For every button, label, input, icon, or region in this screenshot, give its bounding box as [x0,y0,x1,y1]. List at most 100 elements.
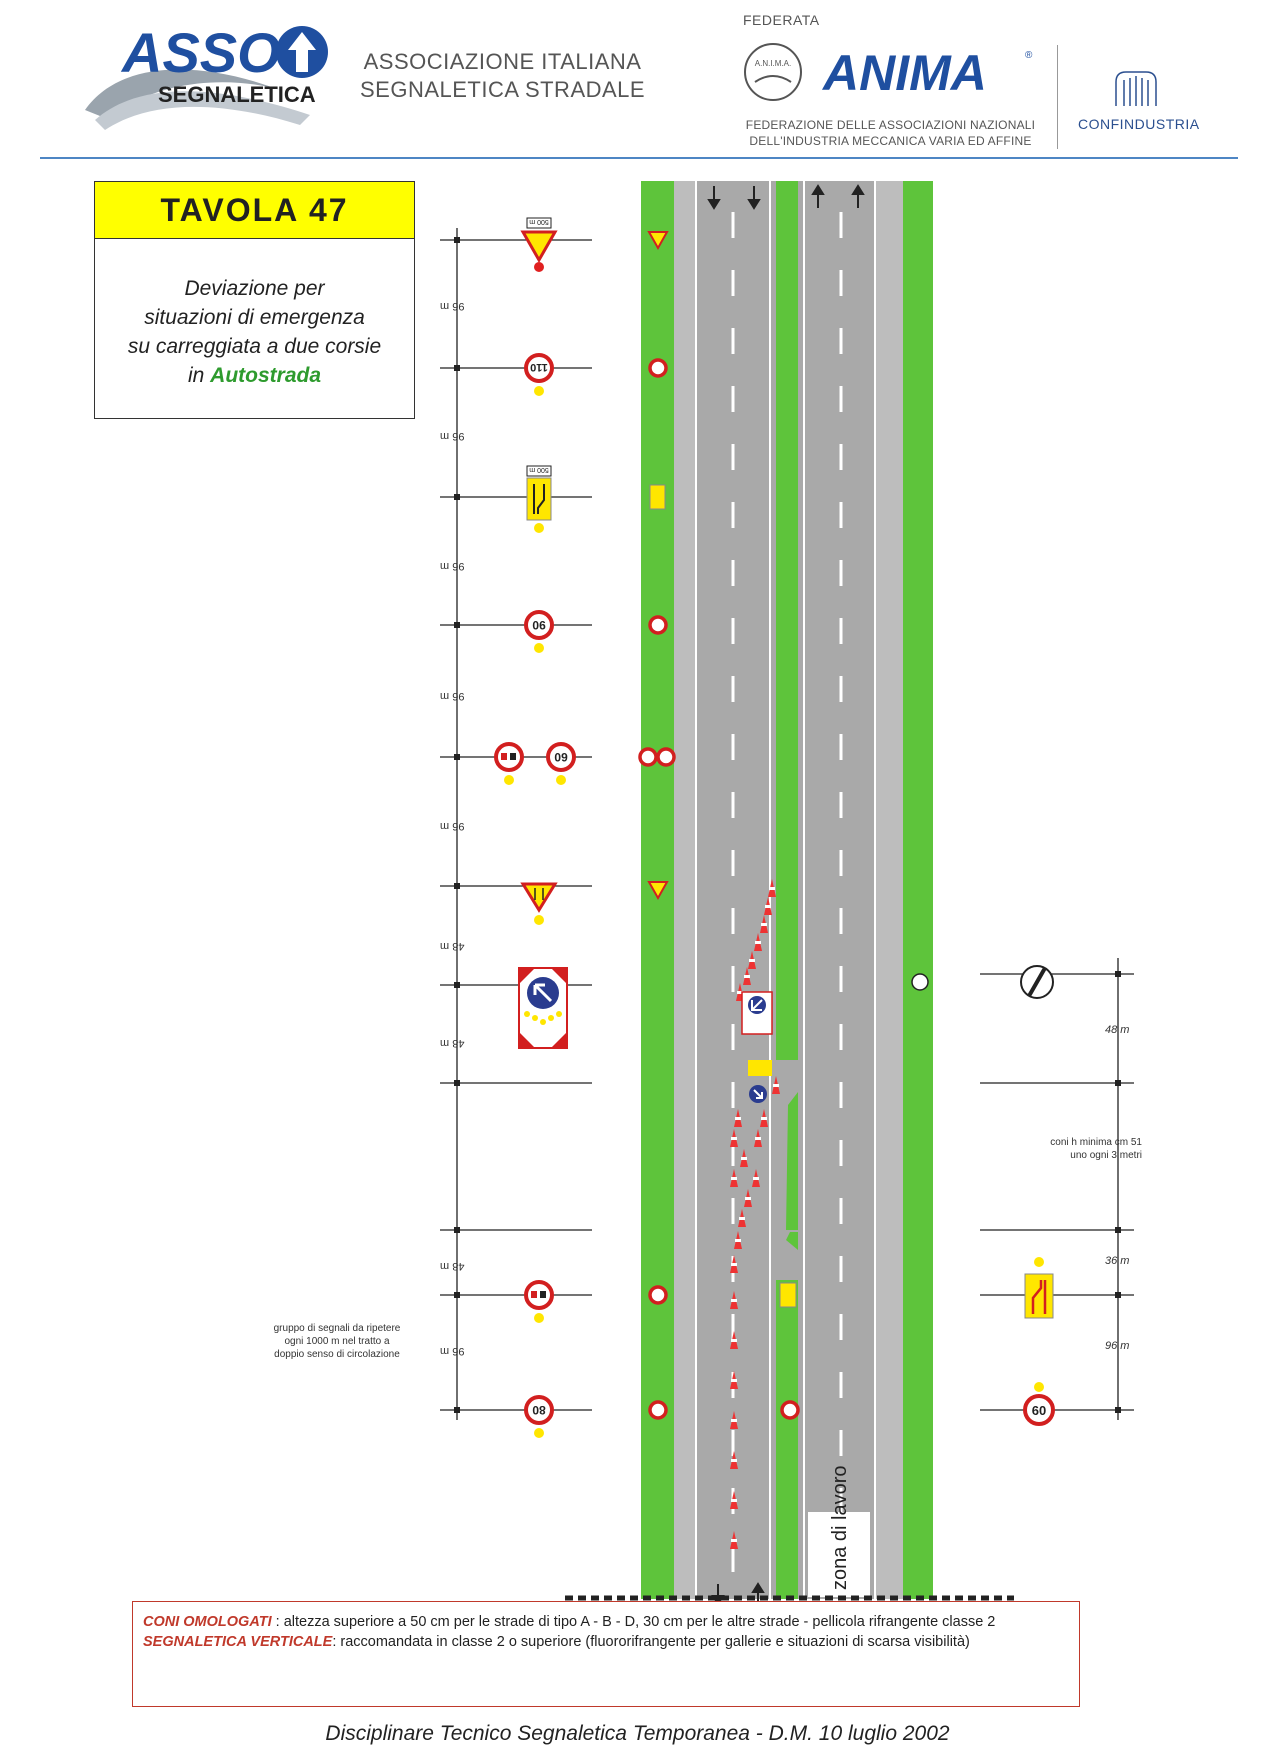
anima-sub-line-2: DELL'INDUSTRIA MECCANICA VARIA ED AFFINE [749,134,1032,148]
traffic-cone-icon [730,1531,738,1549]
traffic-cone-icon [730,1255,738,1273]
yellow-lamp-icon [1034,1257,1044,1267]
tavola-desc-line-1: Deviazione per [184,277,325,300]
lane-reduction-panel: 500 m [526,465,552,533]
reference-node [454,622,460,628]
reference-node [454,237,460,243]
association-name: ASSOCIAZIONE ITALIANA SEGNALETICA STRADA… [360,48,645,104]
coni-omologati-text: : altezza superiore a 50 cm per le strad… [271,1614,996,1630]
distance-label: 96 m [440,820,465,832]
tavola-title: TAVOLA 47 [95,182,414,239]
speed-limit-marker-icon [648,358,668,378]
traffic-cone-icon [764,897,772,915]
work-zone-label: zona di lavoro [829,1465,851,1590]
traffic-cone-icon [734,1231,742,1249]
svg-text:®: ® [1025,50,1033,61]
reference-node [1115,1292,1121,1298]
reference-node [454,982,460,988]
yellow-lamp-icon [534,1313,544,1323]
asso-logo-word: ASSO [120,21,281,84]
yellow-lamp-icon [504,775,514,785]
distance-label: 96 m [440,690,465,702]
traffic-cone-icon [772,1076,780,1094]
panel-marker-icon [779,1282,797,1308]
footer-title: Disciplinare Tecnico Segnaletica Tempora… [325,1722,950,1745]
keep-left-arrow-icon [533,983,553,1003]
speed-limit-60-text: 60 [554,750,568,764]
notes-box: CONI OMOLOGATI : altezza superiore a 50 … [132,1601,1080,1707]
traffic-cone-icon [734,1109,742,1127]
red-lamp-icon [534,262,544,272]
traffic-cone-icon [754,933,762,951]
right-verge [903,181,933,1599]
tavola-desc-line-2: situazioni di emergenza [144,306,365,329]
coni-omologati-label: CONI OMOLOGATI [143,1614,272,1630]
distance-label: 96 m [440,560,465,572]
distance-label: 48 m [440,1037,465,1049]
reference-node [1115,1080,1121,1086]
tavola-desc-prefix: in [187,364,211,387]
speed-limit-80-text: 80 [532,1403,546,1417]
speed-limit-90-sign: 90 [524,610,554,653]
lane-arrows-icon [533,484,545,514]
lane-shift-panel-sign [1024,1257,1054,1319]
yellow-lamp-icon [1034,1382,1044,1392]
no-overtaking-marker-icon [648,1285,668,1305]
traffic-cone-icon [730,1411,738,1429]
reference-node [454,1080,460,1086]
speed-limit-80-sign: 80 [524,1395,554,1438]
distance-label: 96 m [440,1345,465,1357]
yellow-lamp-icon [534,1428,544,1438]
distance-label: 96 m [440,430,465,442]
flashing-lights-icon [748,1060,772,1076]
traffic-cone-icon [730,1129,738,1147]
no-overtaking-sign-2 [524,1280,554,1323]
traffic-cone-icon [740,1149,748,1167]
distance-label: 48 m [440,940,465,952]
speed-limit-110-text: 110 [530,361,548,373]
traffic-cone-icon [752,1169,760,1187]
traffic-cone-icon [744,1189,752,1207]
association-line-2: SEGNALETICA STRADALE [360,77,646,102]
traffic-cone-icon [743,967,751,985]
traffic-cone-icon [760,915,768,933]
anima-logo: A.N.I.M.A. ANIMA ® [744,43,1033,101]
traffic-cone-icon [730,1331,738,1349]
coni-note: coni h minima cm 51 uno ogni 3 metri [1050,1137,1142,1161]
header-rule [40,157,1238,159]
distance-label: 96 m [1105,1340,1130,1352]
speed-limit-90-text: 90 [532,618,546,632]
arrow-down-icon [707,186,721,210]
arrow-up-icon [811,184,825,208]
speed-limit-60-right-sign: 60 [1023,1382,1055,1426]
arrow-down-icon [747,186,761,210]
segnaletica-verticale-text: : raccomandata in classe 2 o superiore (… [332,1634,970,1650]
distance-plate-text: 500 m [529,466,549,473]
asso-segnaletica-logo: ASSO SEGNALETICA [85,21,328,130]
yellow-lamp-icon [556,775,566,785]
reference-node [454,365,460,371]
speed-limit-110-sign: 110 [524,353,554,396]
note-line-2: SEGNALETICA VERTICALE: raccomandata in c… [143,1634,970,1650]
traffic-cone-icon [730,1169,738,1187]
no-overtaking-sign [494,742,524,785]
traffic-cone-icon [730,1371,738,1389]
distance-plate-text: 500 m [529,218,549,225]
reference-node [454,883,460,889]
no-overtaking-marker-icon [638,747,658,767]
association-line-1: ASSOCIAZIONE ITALIANA [363,49,642,74]
end-restriction-sign [1020,965,1054,999]
traffic-cone-icon [760,1109,768,1127]
traffic-cone-icon [730,1491,738,1509]
asso-logo-sub: SEGNALETICA [158,82,316,107]
give-way-marker-icon [647,231,669,251]
end-restriction-marker-icon [911,973,929,991]
traffic-cone-icon [748,951,756,969]
confindustria-logo-icon [1115,71,1157,106]
tavola-box: TAVOLA 47 Deviazione per situazioni di e… [94,181,415,419]
arrow-up-icon [851,184,865,208]
left-shoulder [674,181,696,1599]
lane-shift-arrows-icon [1031,1280,1047,1314]
speed-limit-marker-icon [648,1400,668,1420]
